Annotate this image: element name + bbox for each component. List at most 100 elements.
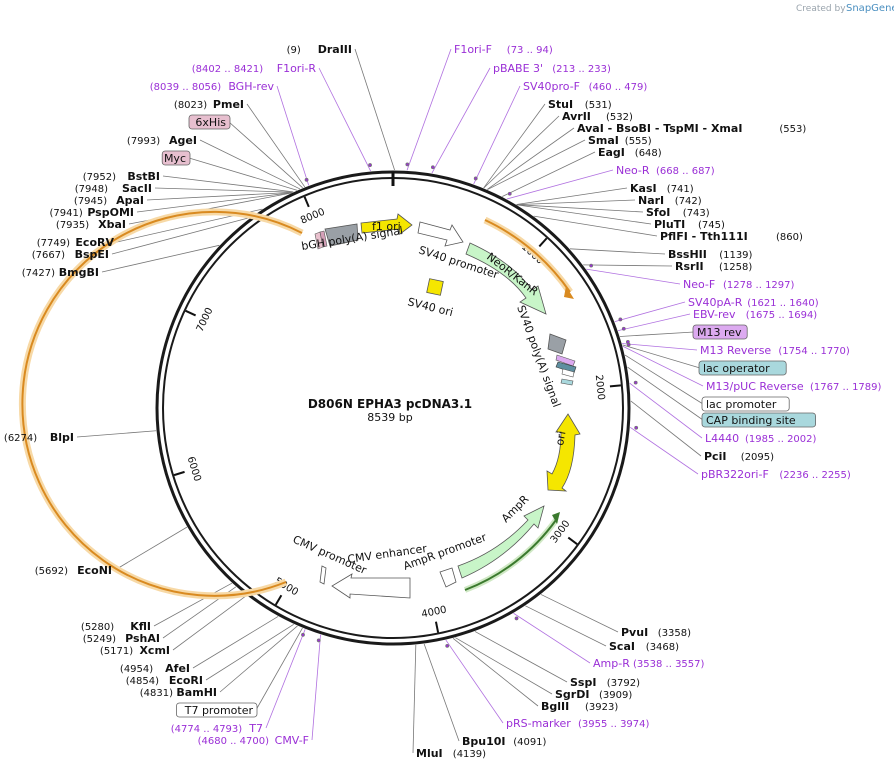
site-label-sacii: SacII(7948) xyxy=(75,182,152,195)
site-label-pbabe-3: pBABE 3'(213 .. 233) xyxy=(493,62,611,75)
site-name: SmaI xyxy=(588,134,619,147)
site-name: StuI xyxy=(548,98,573,111)
site-name: Bpu10I xyxy=(462,735,506,748)
site-name: CAP binding site xyxy=(706,414,796,427)
tick-mark xyxy=(567,536,578,545)
site-label-smai: SmaI(555) xyxy=(588,134,652,147)
leader-line xyxy=(516,204,652,225)
site-name: ScaI xyxy=(609,640,635,653)
site-name: SV40pro-F xyxy=(523,80,580,93)
leader-line xyxy=(412,644,417,754)
site-label-t7: T7(4774 .. 4793) xyxy=(171,722,263,735)
site-position: (4854) xyxy=(126,676,159,687)
ampr-promoter-arrow xyxy=(439,567,457,588)
credit-prefix: Created by xyxy=(796,4,846,14)
site-position: (741) xyxy=(667,184,694,195)
leader-line xyxy=(101,244,220,273)
leader-line xyxy=(199,139,301,190)
site-name: Neo-F xyxy=(683,278,715,291)
site-position: (73 .. 94) xyxy=(507,45,553,56)
site-label-cmv-f: CMV-F(4680 .. 4700) xyxy=(198,734,309,747)
site-label-scai: ScaI(3468) xyxy=(609,640,679,653)
site-label-bgh-rev: BGH-rev (8039 .. 8056) xyxy=(150,80,275,93)
leader-line xyxy=(614,301,686,323)
sv40-polya-block xyxy=(547,333,567,355)
site-position: (3358) xyxy=(658,628,691,639)
leader-line xyxy=(228,121,303,189)
feature-tag-box xyxy=(175,702,258,718)
site-name: PflFI - Tth111I xyxy=(660,230,748,243)
site-label-sspi: SspI(3792) xyxy=(570,676,640,689)
leader-line xyxy=(586,268,681,285)
primer-site-mark xyxy=(633,380,638,385)
site-label-kasi: KasI(741) xyxy=(630,182,694,195)
site-position: (460 .. 479) xyxy=(589,82,648,93)
cap-binding-block xyxy=(560,378,574,386)
site-name: NarI xyxy=(638,194,664,207)
site-position: (1754 .. 1770) xyxy=(778,346,850,357)
site-name: SfoI xyxy=(646,206,670,219)
site-label-ecori: EcoRI(4854) xyxy=(126,674,203,687)
site-label-prs-marker: pRS-marker(3955 .. 3974) xyxy=(506,717,650,730)
site-name: ApaI xyxy=(116,194,144,207)
credit: Created by SnapGene xyxy=(796,3,894,14)
leader-line xyxy=(452,637,539,707)
site-position: (6274) xyxy=(4,433,37,444)
leader-line xyxy=(76,430,157,438)
site-name: PciI xyxy=(704,450,726,463)
leader-line xyxy=(354,48,395,171)
leader-line xyxy=(516,204,644,213)
leader-line xyxy=(205,623,294,681)
site-label-eagi: EagI (648) xyxy=(598,146,662,159)
leader-line xyxy=(318,67,371,172)
site-label-lac-promoter: lac promoter xyxy=(701,396,790,412)
site-label-sfoi: SfoI(743) xyxy=(646,206,710,219)
cmv-promoter-block xyxy=(319,565,327,585)
site-label-avai-bsobi-tspmi-xmai: AvaI - BsoBI - TspMI - XmaI(553) xyxy=(577,122,806,135)
site-name: Myc xyxy=(164,152,186,165)
site-label-stui: StuI(531) xyxy=(548,98,612,111)
ampr-label: AmpR xyxy=(499,492,532,525)
sv40-polya-label: SV40 poly(A) signal xyxy=(514,304,563,409)
site-position: (1985 .. 2002) xyxy=(745,434,817,445)
site-name: MluI xyxy=(416,747,443,760)
site-label-apai: ApaI(7945) xyxy=(74,194,144,207)
site-label-l4440: L4440(1985 .. 2002) xyxy=(705,432,817,445)
site-position: (668 .. 687) xyxy=(656,166,715,177)
site-position: (7935) xyxy=(56,220,89,231)
site-label-bmgbi: BmgBI(7427) xyxy=(22,266,99,279)
site-label-bstbi: BstBI(7952) xyxy=(83,170,160,183)
site-position: (8039 .. 8056) xyxy=(150,82,222,93)
feature-tag-box xyxy=(701,412,816,428)
site-position: (4954) xyxy=(120,664,153,675)
site-position: (5280) xyxy=(81,622,114,633)
site-position: (1621 .. 1640) xyxy=(747,298,819,309)
site-name: EcoRV xyxy=(75,236,114,249)
primer-site-mark xyxy=(589,263,594,268)
site-position: (8023) xyxy=(174,100,207,111)
ampr-orf-halo xyxy=(463,518,559,593)
site-position: (553) xyxy=(779,124,806,135)
site-label-m13-rev: M13 rev xyxy=(692,324,748,340)
leader-line xyxy=(487,139,586,190)
site-name: EagI xyxy=(598,146,625,159)
site-name: BGH-rev xyxy=(228,80,274,93)
insert-orf-arc xyxy=(21,210,303,597)
site-label-lac-operator: lac operator xyxy=(698,360,787,376)
site-label-bglii: BglII(3923) xyxy=(541,700,618,713)
site-name: lac promoter xyxy=(706,398,777,411)
site-label-pvui: PvuI(3358) xyxy=(621,626,691,639)
site-name: SgrDI xyxy=(555,688,589,701)
site-label-mlui: MluI(4139) xyxy=(416,747,486,760)
site-label-6xhis: 6xHis xyxy=(188,114,231,130)
primer-site-mark xyxy=(507,191,512,196)
site-position: (2236 .. 2255) xyxy=(779,470,851,481)
site-label-f1ori-r: F1ori-R(8402 .. 8421) xyxy=(192,62,317,75)
sv40-ori-box xyxy=(426,278,444,296)
f1-ori-arrow xyxy=(360,213,413,235)
site-position: (1278 .. 1297) xyxy=(723,280,795,291)
site-label-myc: Myc xyxy=(161,150,191,166)
site-position: (648) xyxy=(635,148,662,159)
leader-line xyxy=(431,67,491,174)
